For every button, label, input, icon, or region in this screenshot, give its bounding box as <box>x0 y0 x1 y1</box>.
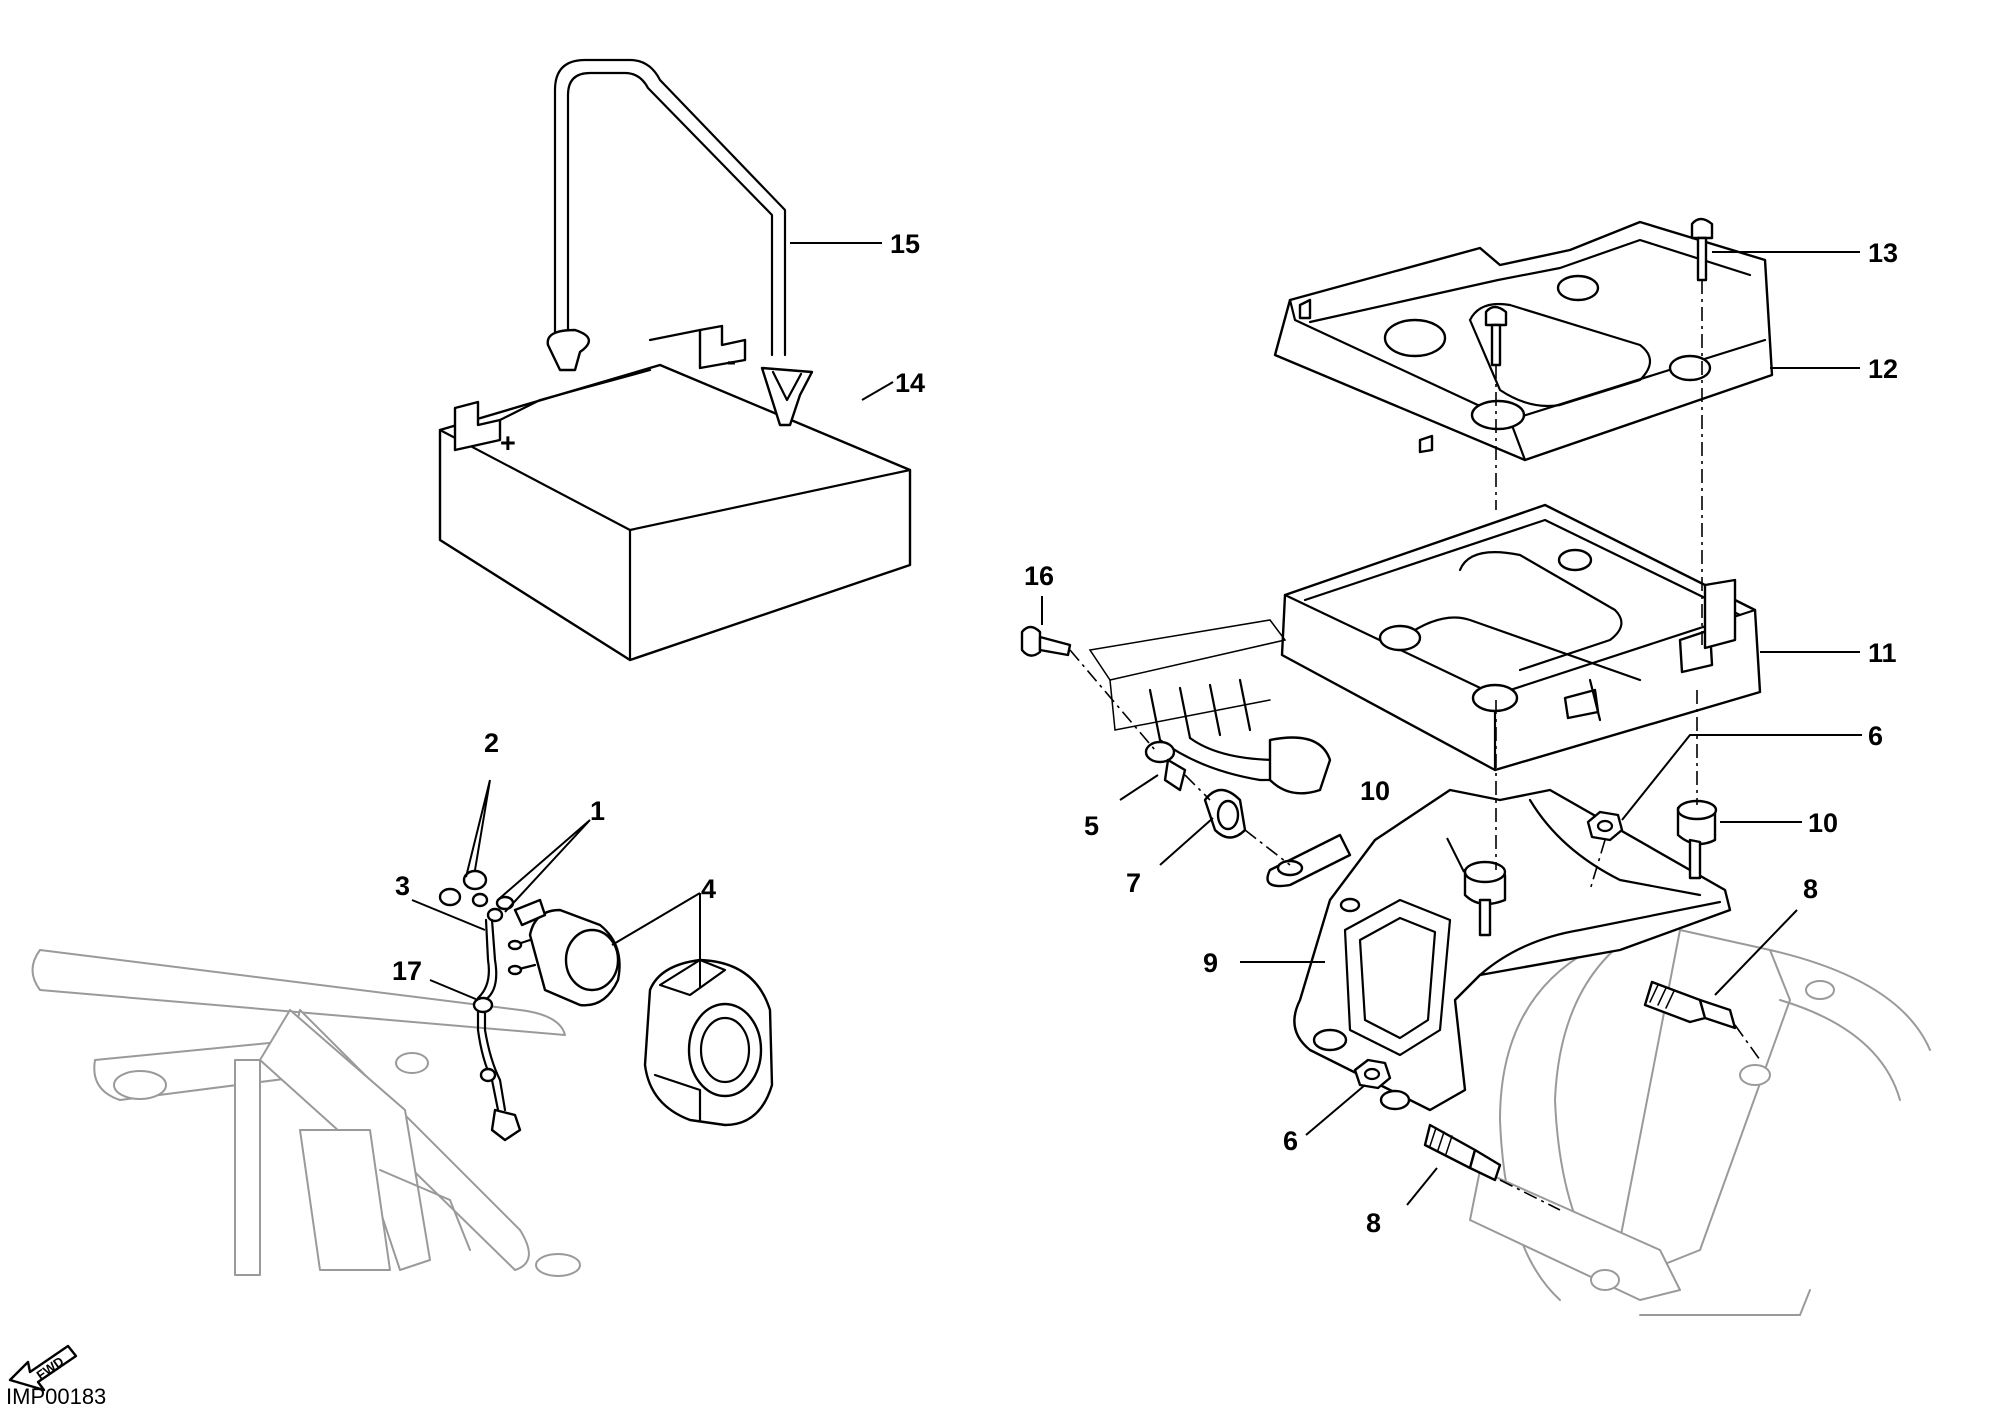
fwd-arrow-icon: FWD <box>8 1344 78 1392</box>
battery-box-cover <box>1273 220 1774 462</box>
diagram-code: IMP00183 <box>6 1384 106 1409</box>
callout-9: 9 <box>1203 948 1218 978</box>
battery-tray <box>1280 503 1762 772</box>
frame-right-ghost <box>1469 929 1931 1316</box>
callout-3: 3 <box>395 871 410 901</box>
callout-12: 12 <box>1868 354 1898 384</box>
screw-13-top <box>1690 217 1714 282</box>
relay-and-holder <box>507 908 774 1127</box>
battery-negative-symbol: - <box>727 346 736 376</box>
callout-16: 16 <box>1024 561 1054 591</box>
grommet-7 <box>1203 788 1247 839</box>
callout-5: 5 <box>1084 811 1099 841</box>
battery: + - <box>438 324 912 662</box>
stud-lower <box>1423 1123 1502 1182</box>
battery-strap <box>546 58 814 427</box>
callout-11: 11 <box>1868 638 1897 668</box>
callout-7: 7 <box>1126 868 1141 898</box>
screw-13-inner <box>1484 305 1508 367</box>
callout-labels: 1 2 3 4 5 6 6 7 8 8 9 10 10 11 12 13 14 … <box>392 229 1898 1238</box>
screw-16 <box>1020 625 1072 657</box>
callout-6-upper: 6 <box>1868 721 1883 751</box>
callout-4: 4 <box>701 874 716 904</box>
wiring-harness <box>1088 619 1332 795</box>
callout-17: 17 <box>392 956 422 986</box>
callout-1: 1 <box>590 796 605 826</box>
callout-6-lower: 6 <box>1283 1126 1298 1156</box>
callout-10-left: 10 <box>1360 776 1390 806</box>
nut-lower <box>1353 1058 1392 1090</box>
rubber-mount-left <box>1463 860 1507 937</box>
ground-cable <box>472 918 522 1142</box>
leader-lines <box>411 242 1862 1206</box>
callout-10-right: 10 <box>1808 808 1838 838</box>
callout-2: 2 <box>484 728 499 758</box>
small-nuts-and-washers <box>438 869 547 927</box>
callout-8-lower: 8 <box>1366 1208 1381 1238</box>
callout-14: 14 <box>895 368 925 398</box>
callout-15: 15 <box>890 229 920 259</box>
rubber-mount-right <box>1676 799 1718 880</box>
stud-upper <box>1643 980 1737 1030</box>
grommet-5 <box>1144 740 1187 792</box>
nut-upper <box>1586 810 1624 842</box>
battery-positive-symbol: + <box>500 428 516 458</box>
mounting-bracket <box>1266 788 1732 1112</box>
frame-left-ghost <box>31 949 581 1277</box>
assembly-lines <box>1069 280 1761 1211</box>
callout-13: 13 <box>1868 238 1898 268</box>
callout-8-upper: 8 <box>1803 874 1818 904</box>
